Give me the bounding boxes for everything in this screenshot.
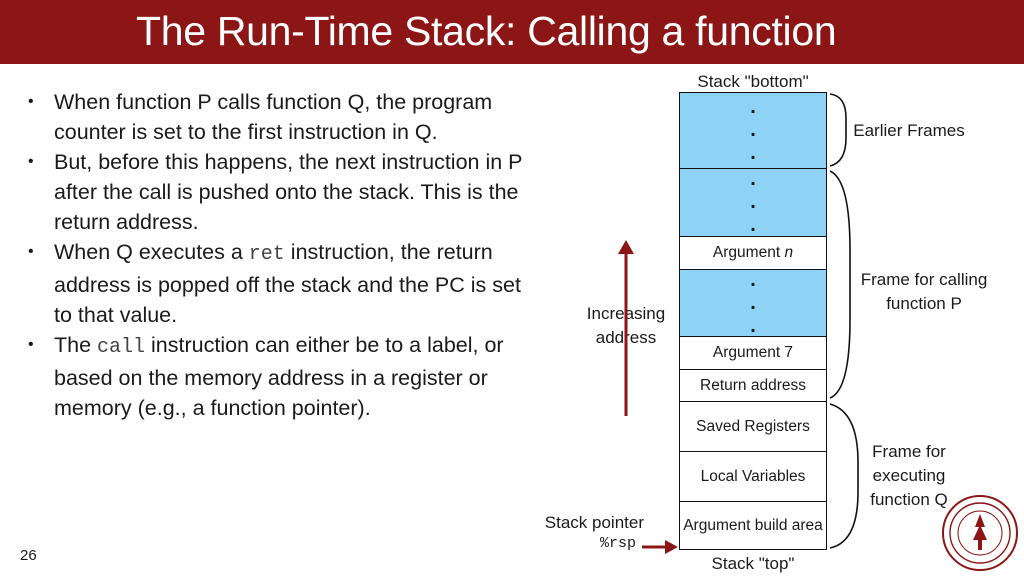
ellipsis-dot: . xyxy=(750,291,756,314)
stack-pointer-arrow-head-icon xyxy=(665,540,678,554)
bullet-text-after: instruction, the return address is poppe… xyxy=(54,240,521,327)
stack-cell-local-variables: Local Variables xyxy=(679,451,827,502)
university-seal-icon xyxy=(941,494,1019,577)
title-bar xyxy=(0,0,1024,64)
bullet-text: But, before this happens, the next instr… xyxy=(54,150,523,234)
bullet-list: • When function P calls function Q, the … xyxy=(24,87,524,423)
ellipsis-dot: . xyxy=(750,191,756,213)
ellipsis-dot: . xyxy=(750,142,756,164)
stack-cell-earlier: ... xyxy=(679,92,827,169)
bullet-dot-icon: • xyxy=(28,243,34,260)
bullet-code: ret xyxy=(248,243,285,266)
frame-executing-brace-icon xyxy=(829,403,859,549)
stack-pointer-register: %rsp xyxy=(599,535,636,552)
argument-n-prefix: Argument xyxy=(712,244,781,261)
earlier-frames-label: Earlier Frames xyxy=(853,121,965,140)
slide-title: The Run-Time Stack: Calling a function xyxy=(136,8,837,54)
ellipsis-dot: . xyxy=(750,314,756,337)
bullet-code: call xyxy=(97,336,146,359)
frame-executing-label: Frame for executing function Q xyxy=(870,442,948,509)
bullet-dot-icon: • xyxy=(28,153,34,170)
bullet-item: • When function P calls function Q, the … xyxy=(24,87,524,147)
bullet-item: • The call instruction can either be to … xyxy=(24,330,524,423)
ellipsis-dot: . xyxy=(750,268,756,291)
argument-n-var: n xyxy=(784,244,794,261)
stack-pointer-label: Stack pointer xyxy=(544,513,644,532)
bullet-text-before: When Q executes a xyxy=(54,240,249,264)
bullet-dot-icon: • xyxy=(28,93,34,110)
bullet-dot-icon: • xyxy=(28,336,34,353)
stack-top-label: Stack "top" xyxy=(711,554,795,573)
stack-bottom-label: Stack "bottom" xyxy=(697,72,809,91)
ellipsis-dot: . xyxy=(750,168,756,190)
bullet-text-after: instruction can either be to a label, or… xyxy=(54,333,504,420)
stack-cell-argument-build-area: Argument build area xyxy=(679,501,827,550)
frame-calling-label: Frame for calling function P xyxy=(860,270,988,313)
earlier-frames-brace-icon xyxy=(829,93,847,167)
bullet-item: • But, before this happens, the next ins… xyxy=(24,147,524,237)
bullet-text-before: The xyxy=(54,333,98,357)
stack-cell-argument-n: Argument n xyxy=(679,236,827,270)
ellipsis-dot: . xyxy=(750,214,756,236)
stack-cell-caller-upper: ... xyxy=(679,168,827,237)
increasing-address-arrow-head-icon xyxy=(618,240,634,254)
ellipsis-dot: . xyxy=(750,119,756,141)
bullet-item: • When Q executes a ret instruction, the… xyxy=(24,237,524,330)
stack-cell-saved-registers: Saved Registers xyxy=(679,401,827,452)
bullet-text: When function P calls function Q, the pr… xyxy=(54,90,493,144)
ellipsis-dot: . xyxy=(750,96,756,118)
page-number: 26 xyxy=(20,547,37,564)
frame-calling-brace-icon xyxy=(829,170,851,399)
stack-cell-argument-7: Argument 7 xyxy=(679,336,827,370)
